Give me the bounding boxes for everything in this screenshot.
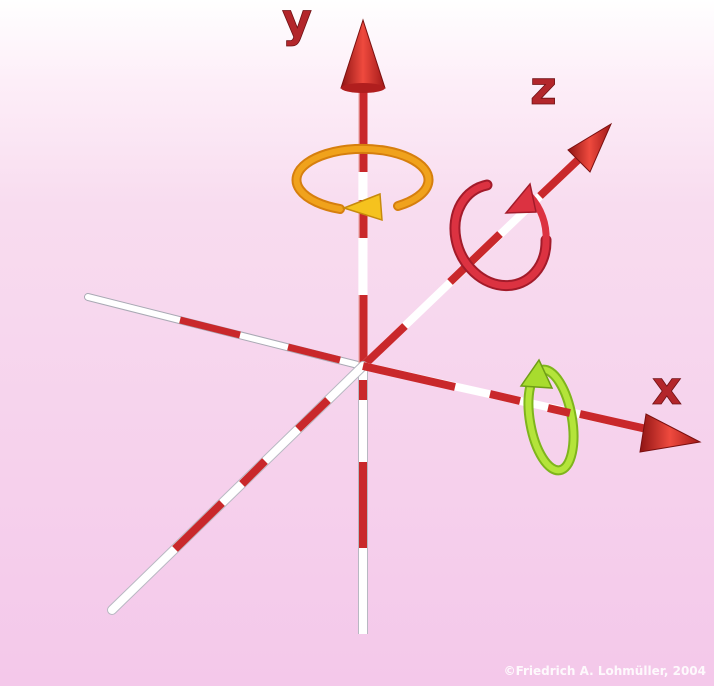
negative-z-axis [107, 361, 368, 615]
z-rotation-ring-icon [449, 179, 552, 292]
y-rotation-ring-icon [291, 143, 434, 222]
y-axis-label: y [282, 0, 312, 47]
z-axis-label: z [530, 61, 557, 115]
z-arrowhead-icon [567, 122, 613, 173]
positive-y-axis [358, 82, 368, 366]
y-arrowhead-icon [340, 18, 386, 93]
x-arrowhead-icon [639, 413, 702, 453]
x-rotation-ring-icon [519, 358, 579, 476]
x-axis-label: x [652, 361, 682, 415]
copyright-notice: ©Friedrich A. Lohmüller, 2004 [504, 664, 706, 678]
negative-x-axis [84, 293, 366, 370]
